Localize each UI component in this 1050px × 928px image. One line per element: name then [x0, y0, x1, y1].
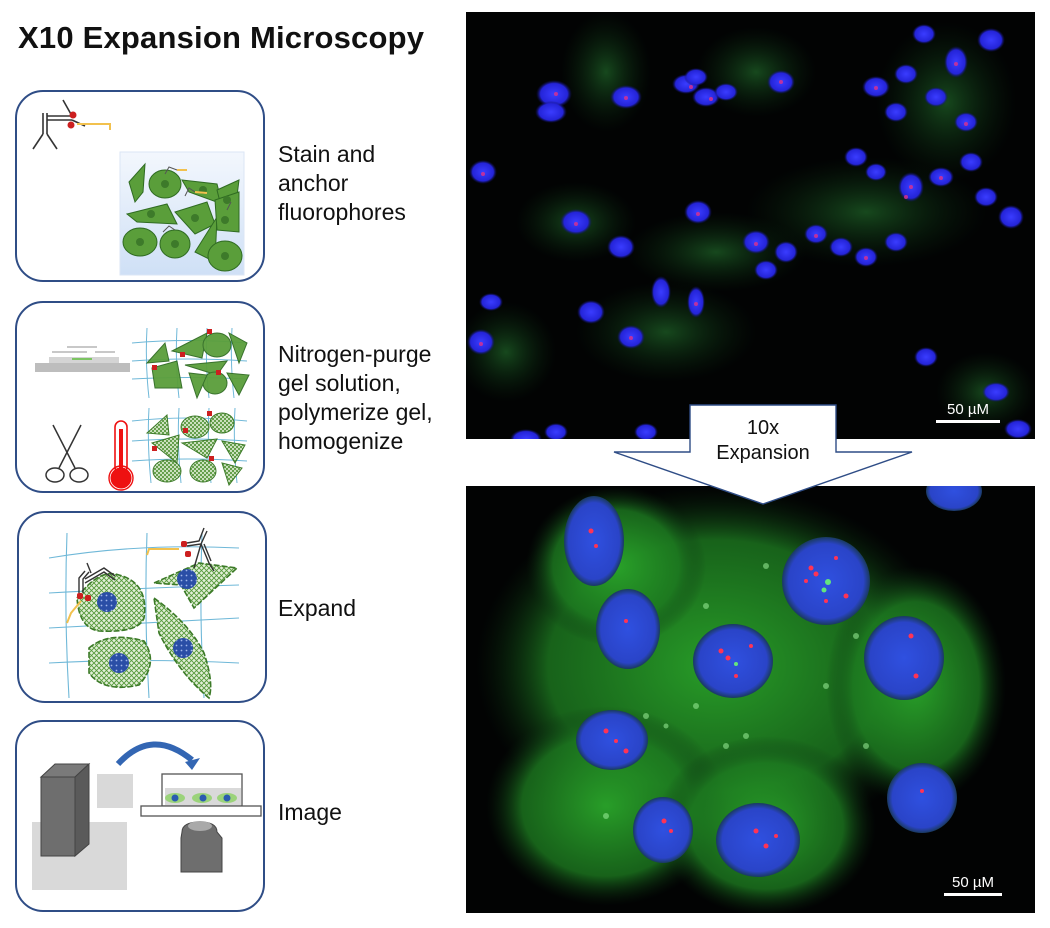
scale-bar-before: 50 µM	[936, 401, 1000, 423]
unexpanded-cells-image	[466, 12, 1035, 439]
micrograph-after-expansion: 50 µM	[466, 486, 1035, 913]
step-stain-label: Stain and anchor fluorophores	[278, 141, 406, 225]
step-image-panel	[15, 720, 265, 912]
scale-bar-after: 50 µM	[944, 874, 1002, 896]
gel-chamber-scissors-thermometer-icon	[35, 327, 250, 491]
scale-bar-line	[936, 420, 1000, 423]
down-arrow-icon	[613, 404, 913, 505]
step-expand-panel	[17, 511, 267, 703]
microscope-icon	[32, 741, 262, 890]
step-expand-label: Expand	[278, 595, 357, 621]
step-gel-label: Nitrogen-purge gel solution, polymerize …	[278, 341, 433, 454]
scale-bar-line	[944, 893, 1002, 896]
expansion-arrow: 10x Expansion	[612, 404, 914, 506]
antibody-and-cells-icon	[32, 99, 245, 276]
micrograph-before-expansion: 50 µM	[466, 12, 1035, 439]
figure-title: X10 Expansion Microscopy	[18, 20, 425, 55]
expanded-cells-in-gel-icon	[48, 527, 240, 700]
step-gel-panel	[15, 301, 265, 493]
expanded-cells-image	[476, 486, 1006, 913]
step-stain-panel	[15, 90, 265, 282]
step-image-label: Image	[278, 799, 342, 825]
expansion-arrow-label: 10x Expansion	[716, 417, 810, 464]
